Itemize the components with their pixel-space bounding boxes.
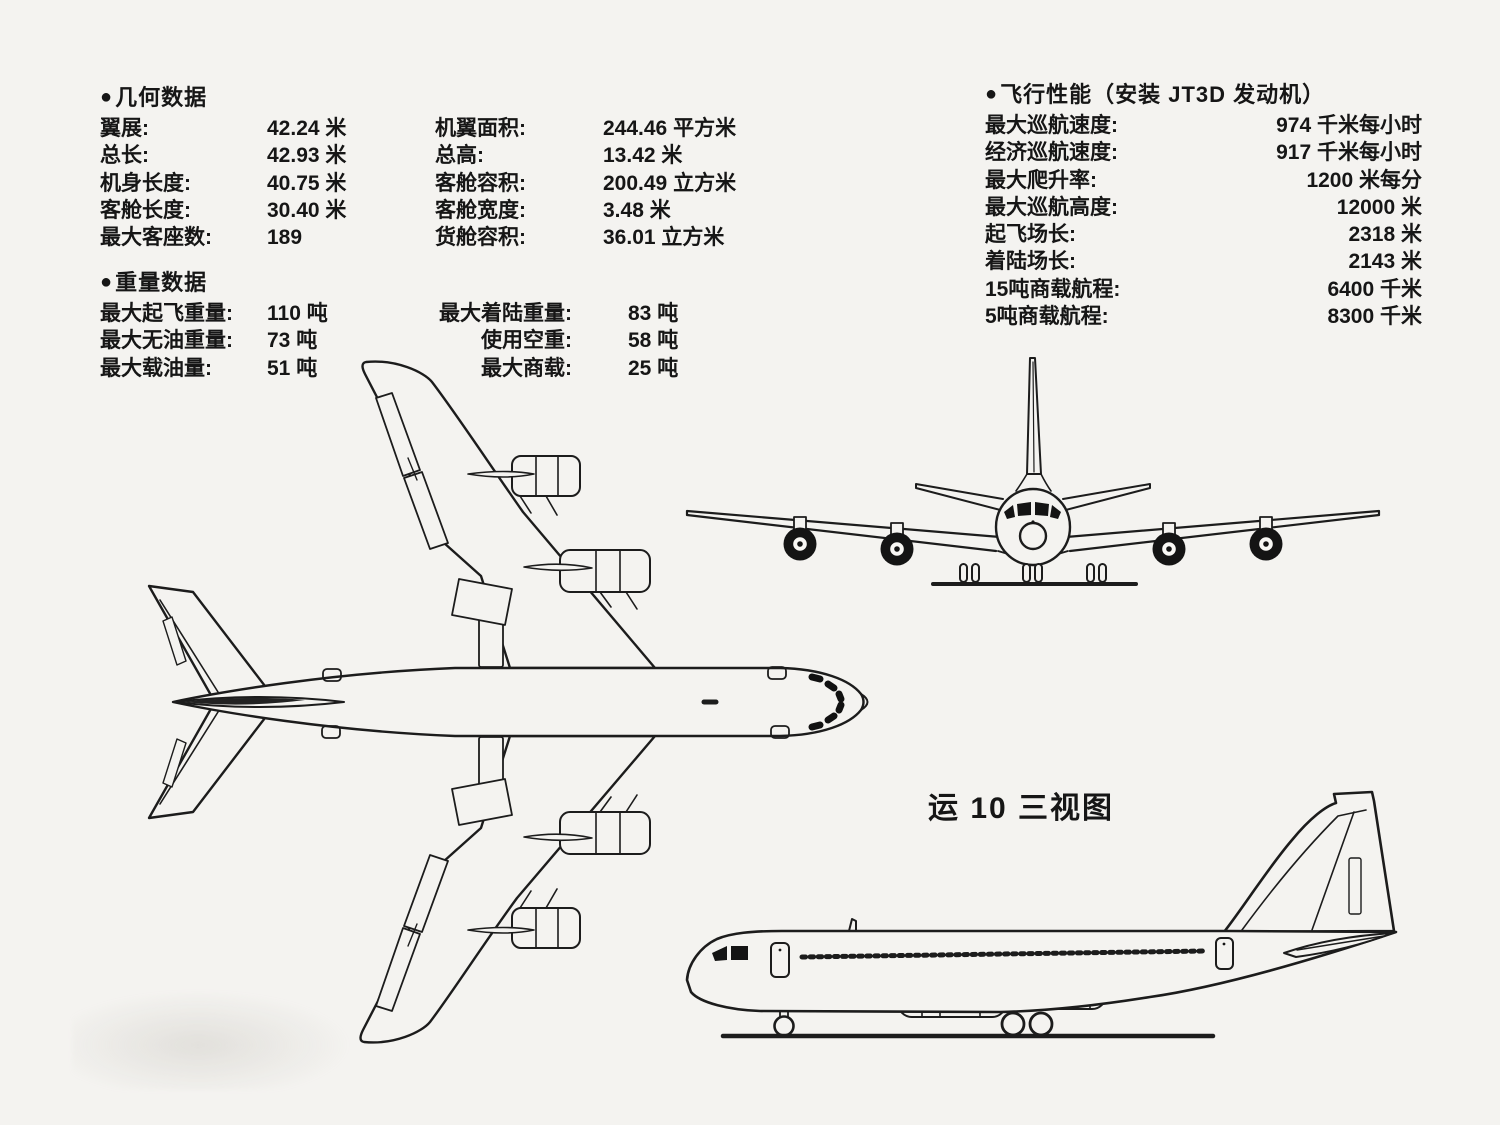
spec-row: 经济巡航速度: 917 千米每小时 bbox=[985, 139, 1422, 166]
spec-value: 42.93 米 bbox=[267, 144, 347, 168]
spec-label: 最大巡航高度: bbox=[985, 195, 1118, 219]
plan-cockpit-windows bbox=[808, 673, 845, 731]
spec-label: 机身长度: bbox=[100, 171, 191, 195]
spec-label: 最大客座数: bbox=[100, 226, 212, 250]
spec-value: 200.49 立方米 bbox=[603, 171, 737, 195]
performance-data-section: ● 飞行性能（安装 JT3D 发动机） 最大巡航速度: 974 千米每小时 经济… bbox=[985, 80, 1422, 330]
spec-row: 总长: 42.93 米 总高: 13.42 米 bbox=[100, 142, 800, 169]
spec-row: 机身长度: 40.75 米 客舱容积: 200.49 立方米 bbox=[100, 170, 800, 197]
side-landing-gear bbox=[773, 1011, 1054, 1037]
three-view-title: 运 10 三视图 bbox=[928, 792, 1115, 825]
spec-label: 客舱宽度: bbox=[435, 198, 526, 222]
spec-value: 8300 千米 bbox=[1327, 304, 1422, 328]
spec-value: 58 吨 bbox=[628, 329, 679, 353]
front-landing-gear bbox=[959, 563, 1107, 583]
spec-value: 73 吨 bbox=[267, 329, 318, 353]
side-cockpit-windows bbox=[712, 946, 748, 961]
spec-label: 客舱容积: bbox=[435, 171, 526, 195]
spec-label: 着陆场长: bbox=[985, 250, 1076, 274]
bullet-icon: ● bbox=[985, 83, 999, 106]
plan-engine-nacelle bbox=[467, 888, 581, 949]
spec-row: 15吨商载航程: 6400 千米 bbox=[985, 276, 1422, 303]
plan-engine-nacelle bbox=[523, 549, 651, 610]
spec-value: 244.46 平方米 bbox=[603, 116, 737, 140]
spec-label: 使用空重: bbox=[481, 329, 572, 353]
spec-label: 客舱长度: bbox=[100, 198, 191, 222]
spec-label: 最大起飞重量: bbox=[100, 301, 233, 325]
spec-value: 2318 米 bbox=[1348, 223, 1422, 247]
spec-row: 翼展: 42.24 米 机翼面积: 244.46 平方米 bbox=[100, 115, 800, 142]
spec-row: 最大无油重量: 73 吨 使用空重: 58 吨 bbox=[100, 327, 800, 354]
spec-row: 最大客座数: 189 货舱容积: 36.01 立方米 bbox=[100, 224, 800, 251]
performance-section-title: ● 飞行性能（安装 JT3D 发动机） bbox=[985, 80, 1422, 110]
spec-row: 最大爬升率: 1200 米每分 bbox=[985, 167, 1422, 194]
side-view-drawing bbox=[685, 790, 1398, 1039]
spec-label: 机翼面积: bbox=[435, 116, 526, 140]
watermark-smudge bbox=[72, 990, 352, 1090]
spec-label: 最大巡航速度: bbox=[985, 113, 1118, 137]
spec-value: 30.40 米 bbox=[267, 198, 347, 222]
spec-label: 5吨商载航程: bbox=[985, 304, 1109, 328]
spec-label: 最大商载: bbox=[481, 356, 572, 380]
spec-label: 最大爬升率: bbox=[985, 168, 1097, 192]
spec-value: 25 吨 bbox=[628, 356, 679, 380]
section-title-text: 飞行性能（安装 JT3D 发动机） bbox=[1000, 82, 1326, 108]
spec-row: 客舱长度: 30.40 米 客舱宽度: 3.48 米 bbox=[100, 197, 800, 224]
spec-value: 110 吨 bbox=[267, 301, 328, 325]
front-cockpit-windows bbox=[1004, 502, 1061, 519]
spec-row: 起飞场长: 2318 米 bbox=[985, 221, 1422, 248]
spec-value: 12000 米 bbox=[1336, 195, 1422, 219]
side-window-row bbox=[799, 948, 1208, 960]
section-title-text: 重量数据 bbox=[115, 270, 208, 296]
spec-value: 974 千米每小时 bbox=[1276, 113, 1422, 137]
spec-value: 2143 米 bbox=[1348, 250, 1422, 274]
spec-label: 总长: bbox=[100, 144, 149, 168]
weight-data-section: ● 重量数据 最大起飞重量: 110 吨 最大着陆重量: 83 吨 最大无油重量… bbox=[100, 268, 800, 382]
spec-label: 15吨商载航程: bbox=[985, 277, 1121, 301]
spec-value: 51 吨 bbox=[267, 356, 318, 380]
plan-engine-nacelle bbox=[467, 455, 581, 516]
spec-row: 最大载油量: 51 吨 最大商载: 25 吨 bbox=[100, 355, 800, 382]
geometry-section-title: ● 几何数据 bbox=[100, 83, 800, 113]
spec-value: 40.75 米 bbox=[267, 171, 347, 195]
spec-label: 翼展: bbox=[100, 116, 149, 140]
spec-value: 83 吨 bbox=[628, 301, 679, 325]
spec-row: 最大起飞重量: 110 吨 最大着陆重量: 83 吨 bbox=[100, 300, 800, 327]
spec-label: 经济巡航速度: bbox=[985, 141, 1118, 165]
spec-label: 最大载油量: bbox=[100, 356, 212, 380]
spec-label: 起飞场长: bbox=[985, 223, 1076, 247]
bullet-icon: ● bbox=[100, 86, 114, 109]
spec-value: 42.24 米 bbox=[267, 116, 347, 140]
top-view-drawing bbox=[147, 360, 869, 1044]
spec-label: 最大着陆重量: bbox=[439, 301, 572, 325]
spec-value: 36.01 立方米 bbox=[603, 226, 725, 250]
weight-section-title: ● 重量数据 bbox=[100, 268, 800, 298]
spec-value: 13.42 米 bbox=[603, 144, 683, 168]
spec-row: 最大巡航速度: 974 千米每小时 bbox=[985, 112, 1422, 139]
front-engine-nacelle bbox=[783, 527, 1283, 566]
spec-value: 917 千米每小时 bbox=[1276, 141, 1422, 165]
geometry-data-section: ● 几何数据 翼展: 42.24 米 机翼面积: 244.46 平方米 总长: … bbox=[100, 83, 800, 251]
spec-value: 1200 米每分 bbox=[1306, 168, 1422, 192]
spec-value: 189 bbox=[267, 226, 303, 250]
section-title-text: 几何数据 bbox=[115, 85, 208, 111]
plan-engine-nacelle bbox=[523, 794, 651, 855]
spec-label: 货舱容积: bbox=[435, 226, 526, 250]
spec-label: 最大无油重量: bbox=[100, 329, 233, 353]
spec-value: 6400 千米 bbox=[1327, 277, 1422, 301]
spec-label: 总高: bbox=[435, 144, 484, 168]
spec-row: 最大巡航高度: 12000 米 bbox=[985, 194, 1422, 221]
spec-row: 着陆场长: 2143 米 bbox=[985, 248, 1422, 275]
bullet-icon: ● bbox=[100, 271, 114, 294]
front-view-drawing bbox=[685, 357, 1381, 586]
spec-value: 3.48 米 bbox=[603, 198, 671, 222]
spec-row: 5吨商载航程: 8300 千米 bbox=[985, 303, 1422, 330]
